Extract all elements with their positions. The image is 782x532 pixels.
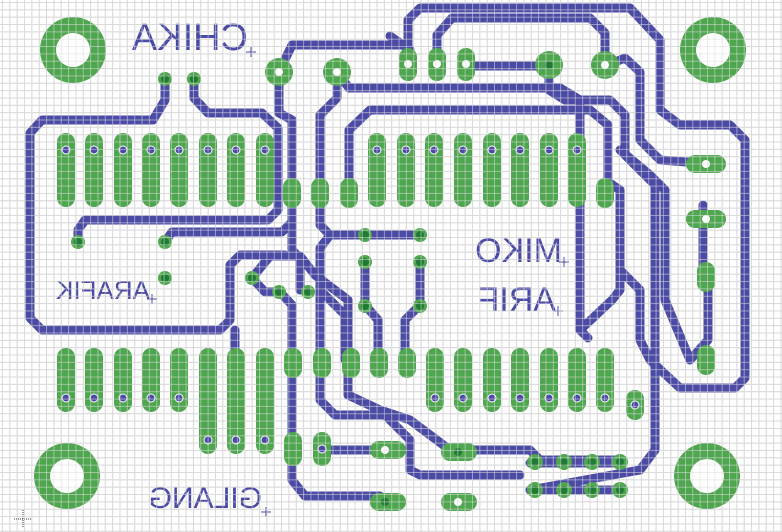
label-gilang: GILANG: [149, 482, 262, 515]
cursor-crosshair-icon: [14, 510, 32, 528]
label-arafik: ARAFIK: [55, 275, 150, 305]
copper-traces: [25, 3, 750, 501]
label-chika: CHIKA: [131, 17, 248, 59]
label-miko: MIKO: [475, 232, 562, 270]
label-arif: ARIF: [479, 281, 556, 319]
